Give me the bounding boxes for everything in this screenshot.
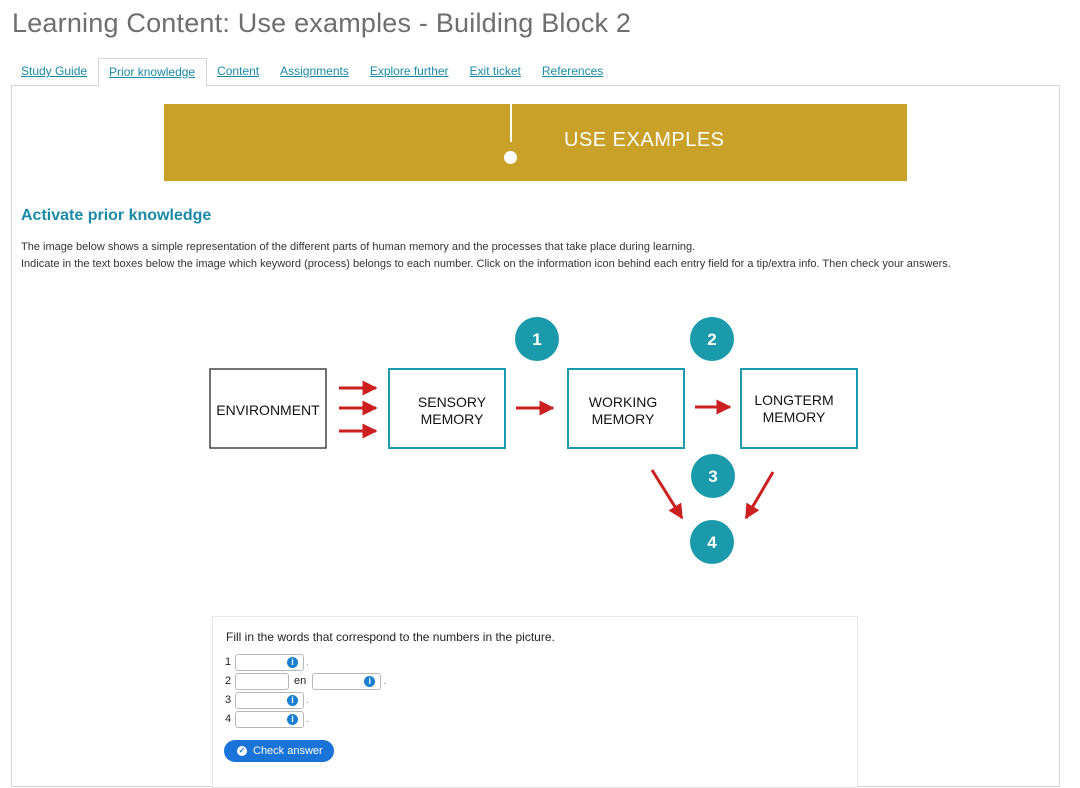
memory-diagram: ENVIRONMENT SENSORY MEMORY WORKING MEMOR… [209,317,858,564]
intro-paragraph-1: The image below shows a simple represent… [21,241,696,253]
answer-field-2a[interactable] [235,672,289,690]
answer-row-number: 4 [225,713,232,725]
joiner-text: en [294,675,307,687]
answer-row-1: 1 i . [225,653,309,671]
tab-explore-further[interactable]: Explore further [369,64,449,78]
banner-dot [504,151,517,164]
marker-3 [691,454,735,498]
longterm-label-2: MEMORY [763,409,826,425]
field-suffix: . [306,656,309,668]
answer-row-3: 3 i . [225,691,309,709]
longterm-label-1: LONGTERM [754,392,833,408]
marker-1-label: 1 [532,330,541,349]
page-title: Learning Content: Use examples - Buildin… [12,8,632,38]
info-icon[interactable]: i [287,713,298,725]
marker-1 [515,317,559,361]
intro-paragraph-2: Indicate in the text boxes below the ima… [21,258,951,270]
working-label-2: MEMORY [592,411,655,427]
answer-field-2b[interactable]: i [312,672,382,690]
marker-4-label: 4 [707,533,717,552]
check-circle-icon: ✓ [237,746,247,756]
answer-row-number: 3 [225,694,232,706]
tab-assignments[interactable]: Assignments [280,64,349,78]
environment-box [209,368,327,449]
marker-2-label: 2 [707,330,716,349]
answer-field-1[interactable]: i [235,653,304,671]
tab-references[interactable]: References [541,64,604,78]
tab-bar: Study Guide Prior knowledge Content Assi… [11,58,614,87]
info-icon[interactable]: i [287,694,298,706]
environment-label: ENVIRONMENT [216,402,320,418]
content-panel: USE EXAMPLES Activate prior knowledge Th… [11,85,1060,788]
sensory-memory-box [388,368,506,449]
section-heading: Activate prior knowledge [21,207,212,224]
marker-4 [690,520,734,564]
exercise-instruction: Fill in the words that correspond to the… [226,630,555,644]
working-label-1: WORKING [589,394,657,410]
marker-3-label: 3 [708,467,717,486]
tab-exit-ticket[interactable]: Exit ticket [469,64,521,78]
answer-row-4: 4 i . [225,710,309,728]
answer-row-2: 2 en i . [225,672,387,690]
arrow-working-4 [650,469,684,520]
tab-prior-knowledge[interactable]: Prior knowledge [98,58,208,87]
field-suffix: . [383,675,387,687]
answer-field-3[interactable]: i [235,691,304,709]
tab-study-guide[interactable]: Study Guide [21,64,88,78]
check-answer-button[interactable]: ✓ Check answer [224,740,334,762]
sensory-label-1: SENSORY [418,394,487,410]
field-suffix: . [306,694,309,706]
sensory-label-2: MEMORY [421,411,484,427]
info-icon[interactable]: i [287,656,298,668]
longterm-memory-box [740,368,858,449]
answer-row-number: 2 [225,675,232,687]
use-examples-banner: USE EXAMPLES [164,104,907,181]
info-icon[interactable]: i [364,675,376,687]
marker-2 [690,317,734,361]
answer-row-number: 1 [225,656,232,668]
banner-line [510,104,512,142]
field-suffix: . [306,713,309,725]
fill-in-exercise: Fill in the words that correspond to the… [212,616,858,788]
arrow-longterm-4 [744,471,775,520]
intro-text: The image below shows a simple represent… [21,239,951,273]
working-memory-box [567,368,685,449]
banner-text: USE EXAMPLES [564,129,725,151]
answer-field-4[interactable]: i [235,710,304,728]
check-answer-label: Check answer [253,745,323,757]
tab-content[interactable]: Content [217,64,260,78]
